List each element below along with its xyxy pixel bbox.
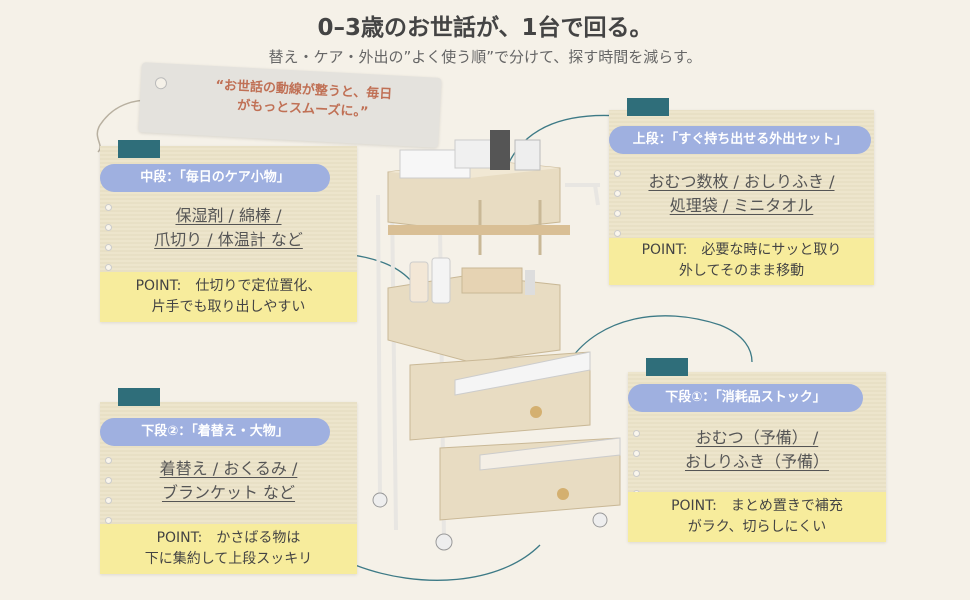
card-top-tier: 上段：「すぐ持ち出せる外出セット」 おむつ数枚 / おしりふき / 処理袋 / …: [609, 98, 874, 285]
top-items-line-1: おむつ数枚 / おしりふき /: [648, 172, 835, 191]
binder-holes: [105, 204, 113, 284]
connector-top: [504, 114, 621, 173]
top-basket: [387, 130, 561, 255]
card-clip: [118, 140, 160, 158]
card-clip: [118, 388, 160, 406]
middle-tier-label: 中段：「毎日のケア小物」: [100, 164, 330, 192]
lower2-items-line-1: 着替え / おくるみ /: [159, 459, 298, 478]
lower1-items-line-2: おしりふき（予備）: [684, 452, 829, 471]
binder-holes: [105, 457, 113, 537]
top-tier-items: おむつ数枚 / おしりふき / 処理袋 / ミニタオル: [609, 170, 874, 218]
page-title: 0–3歳のお世話が、1台で回る。: [317, 15, 653, 41]
top-point-line-2: 外してそのまま移動: [678, 263, 805, 279]
middle-items-line-1: 保湿剤 / 綿棒 /: [175, 206, 282, 225]
middle-point-line-1: POINT: 仕切りで定位置化、: [135, 278, 322, 294]
lower-tier-1-point: POINT: まとめ置きで補充 がラク、切らしにくい: [628, 492, 886, 542]
lower-tier-1-label: 下段①：「消耗品ストック」: [628, 384, 863, 412]
card-lower-tier-2: 下段②：「着替え・大物」 着替え / おくるみ / ブランケット など POIN…: [100, 388, 357, 574]
middle-point-line-2: 片手でも取り出しやすい: [151, 299, 306, 315]
top-point-line-1: POINT: 必要な時にサッと取り: [641, 242, 842, 258]
drawer-1: [409, 351, 591, 441]
lower1-items-line-1: おむつ（予備） /: [695, 428, 819, 447]
lower-tier-2-label: 下段②：「着替え・大物」: [100, 418, 330, 446]
top-items-line-2: 処理袋 / ミニタオル: [669, 196, 814, 215]
middle-tier-point: POINT: 仕切りで定位置化、 片手でも取り出しやすい: [100, 272, 357, 322]
lower-tier-2-point: POINT: かさばる物は 下に集約して上段スッキリ: [100, 524, 357, 574]
connector-lower2: [354, 544, 541, 581]
card-clip: [627, 98, 669, 116]
lower2-point-line-1: POINT: かさばる物は: [156, 530, 301, 546]
binder-holes: [614, 170, 622, 250]
middle-basket: [387, 257, 561, 363]
middle-items-line-2: 爪切り / 体温計 など: [154, 230, 303, 249]
lower-tier-1-items: おむつ（予備） / おしりふき（予備）: [628, 426, 886, 474]
lower2-point-line-2: 下に集約して上段スッキリ: [144, 551, 313, 567]
drawer-2: [439, 437, 621, 521]
top-tier-point: POINT: 必要な時にサッと取り 外してそのまま移動: [609, 238, 874, 285]
lower1-point-line-1: POINT: まとめ置きで補充: [671, 498, 843, 514]
lower2-items-line-2: ブランケット など: [161, 483, 296, 502]
page-subtitle: 替え・ケア・外出の”よく使う順”で分けて、探す時間を減らす。: [268, 48, 702, 66]
wood-shelf: [388, 225, 570, 235]
middle-tier-items: 保湿剤 / 綿棒 / 爪切り / 体温計 など: [100, 204, 357, 252]
lower1-point-line-2: がラク、切らしにくい: [687, 519, 827, 535]
card-middle-tier: 中段：「毎日のケア小物」 保湿剤 / 綿棒 / 爪切り / 体温計 など POI…: [100, 140, 357, 322]
card-clip: [646, 358, 688, 376]
top-tier-label: 上段：「すぐ持ち出せる外出セット」: [609, 126, 871, 154]
connector-lower1: [569, 315, 753, 363]
lower-tier-2-items: 着替え / おくるみ / ブランケット など: [100, 457, 357, 505]
card-lower-tier-1: 下段①：「消耗品ストック」 おむつ（予備） / おしりふき（予備） POINT:…: [628, 358, 886, 542]
wheels: [372, 492, 608, 551]
